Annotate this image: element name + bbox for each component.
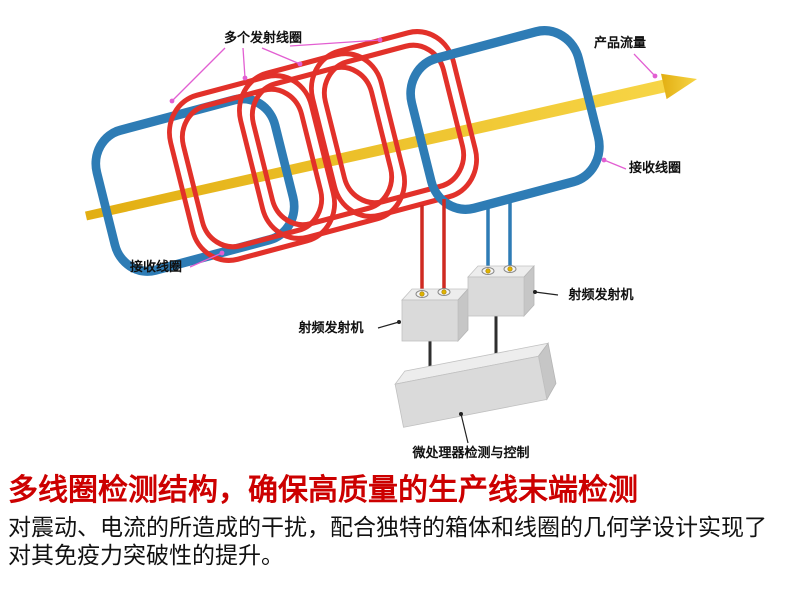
arrow-shaft	[85, 79, 666, 221]
label-rf-transmitter-right: 射频发射机	[567, 287, 633, 303]
rf-transmitter-right-box	[467, 264, 535, 318]
pointer-line-product-flow	[633, 53, 658, 79]
label-microprocessor: 微处理器检测与控制	[411, 445, 529, 461]
label-receive-coil-left: 接收线圈	[130, 259, 182, 275]
microprocessor-box	[394, 342, 557, 428]
caption-heading: 多线圈检测结构，确保高质量的生产线末端检测	[8, 473, 638, 508]
coil-detection-diagram: 多个发射线圈 产品流量 接收线圈 接收线圈 射频发射机 射频发射机 微处理器检测…	[85, 26, 697, 461]
pointer-lines-transmit-coils	[169, 37, 383, 104]
rf-transmitter-left-box	[401, 287, 469, 343]
pointer-line-rf-right	[533, 290, 559, 296]
receive-coil-right-shape	[406, 26, 604, 214]
label-product-flow: 产品流量	[594, 35, 646, 51]
terminal	[415, 290, 429, 298]
arrow-head	[661, 73, 697, 100]
label-multi-transmit-coils: 多个发射线圈	[224, 30, 302, 46]
label-rf-transmitter-left: 射频发射机	[297, 320, 363, 336]
pointer-line-microprocessor	[459, 412, 469, 444]
terminal	[503, 265, 517, 273]
transmit-coil-3	[309, 29, 479, 219]
transmit-coil-1	[167, 73, 337, 263]
pointer-line-receive-right	[601, 157, 627, 170]
caption: 多线圈检测结构，确保高质量的生产线末端检测 对震动、电流的所造成的干扰，配合独特…	[8, 474, 788, 570]
terminal	[437, 288, 451, 296]
pointer-line-receive-left	[189, 250, 225, 268]
product-flow-arrow	[85, 73, 697, 221]
terminal	[481, 267, 495, 275]
caption-body: 对震动、电流的所造成的干扰，配合独特的箱体和线圈的几何学设计实现了对其免疫力突破…	[8, 515, 767, 570]
pointer-line-rf-left	[377, 320, 401, 329]
label-receive-coil-right: 接收线圈	[629, 160, 681, 176]
